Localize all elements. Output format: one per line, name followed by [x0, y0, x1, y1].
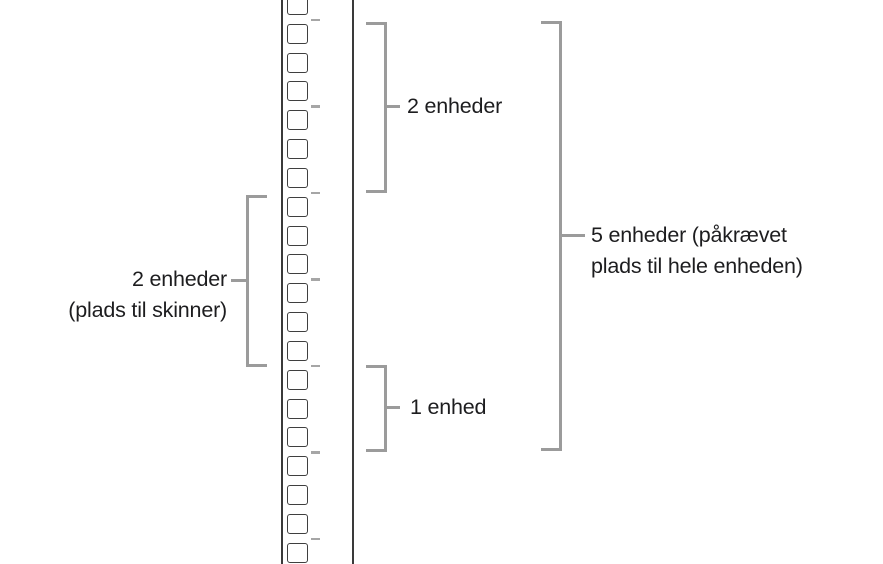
bracket-5-units-connector: [560, 234, 585, 237]
label-5-units-line2: plads til hele enheden): [591, 254, 803, 278]
rack-hole: [287, 485, 308, 506]
rack-hole: [287, 110, 308, 131]
label-rails-space: 2 enheder (plads til skinner): [0, 264, 227, 326]
rack-hole: [287, 427, 308, 448]
label-5-units-required-space: 5 enheder (påkrævet plads til hele enhed…: [591, 220, 803, 282]
bracket-1-unit: [366, 365, 387, 452]
label-1-unit: 1 enhed: [410, 395, 487, 419]
label-rails-line2: (plads til skinner): [68, 298, 227, 322]
rack-hole: [287, 196, 308, 217]
rack-hole: [287, 139, 308, 160]
rack-rail-left-edge: [281, 0, 283, 564]
label-2-units: 2 enheder: [407, 94, 503, 118]
rack-hole: [287, 225, 308, 246]
rack-hole: [287, 513, 308, 534]
rack-hole: [287, 167, 308, 188]
bracket-rails-connector: [231, 279, 247, 282]
rack-hole: [287, 369, 308, 390]
bracket-2-units-connector: [385, 105, 400, 108]
unit-boundary-tick: [311, 537, 320, 540]
unit-boundary-tick: [311, 278, 320, 281]
rack-hole: [287, 254, 308, 275]
rack-hole: [287, 340, 308, 361]
rack-hole: [287, 456, 308, 477]
rack-hole: [287, 81, 308, 102]
bracket-2-units-rails: [246, 195, 267, 367]
bracket-1-unit-connector: [385, 406, 400, 409]
bracket-5-units: [541, 21, 562, 451]
rack-hole: [287, 312, 308, 333]
label-5-units-line1: 5 enheder (påkrævet: [591, 223, 787, 247]
rack-hole: [287, 52, 308, 73]
rack-hole: [287, 542, 308, 563]
unit-boundary-tick: [311, 364, 320, 367]
rack-hole: [287, 23, 308, 44]
unit-boundary-tick: [311, 451, 320, 454]
bracket-2-units: [366, 22, 387, 193]
rack-hole: [287, 283, 308, 304]
rack-hole: [287, 0, 308, 15]
unit-boundary-tick: [311, 18, 320, 21]
rack-hole: [287, 398, 308, 419]
rack-rail-right-edge: [352, 0, 354, 564]
label-rails-line1: 2 enheder: [131, 267, 227, 291]
unit-boundary-tick: [311, 105, 320, 108]
unit-boundary-tick: [311, 191, 320, 194]
